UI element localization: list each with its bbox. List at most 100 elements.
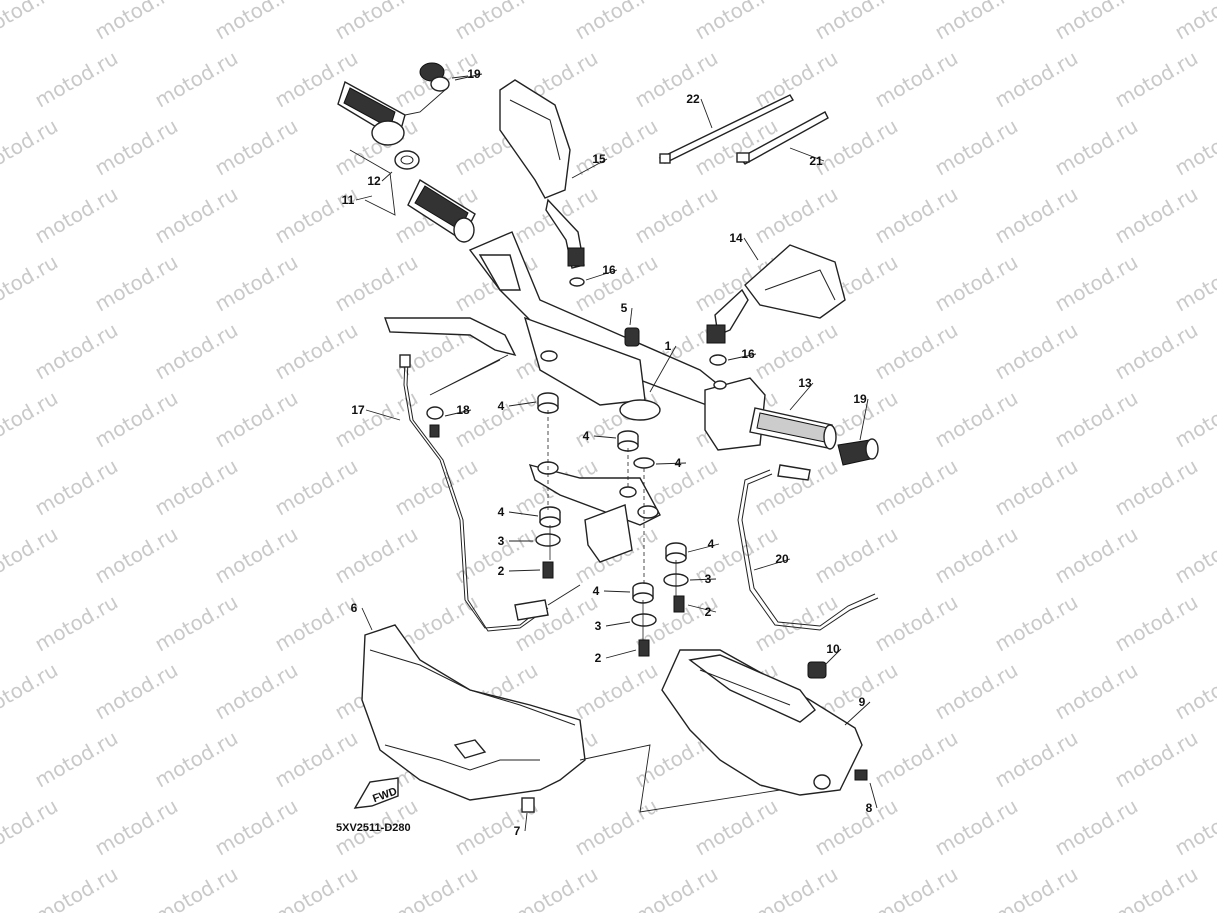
callout-number: 4 bbox=[583, 429, 590, 443]
watermark-text: motod.ru bbox=[0, 726, 2, 793]
watermark-text: motod.ru bbox=[151, 46, 242, 113]
watermark-text: motod.ru bbox=[1051, 0, 1142, 44]
watermark-text: motod.ru bbox=[211, 0, 302, 44]
callout-leader-line bbox=[629, 307, 633, 326]
watermark-text: motod.ru bbox=[151, 454, 242, 521]
watermark-text: motod.ru bbox=[871, 454, 962, 521]
callout-leader-line bbox=[365, 409, 401, 421]
watermark-text: motod.ru bbox=[31, 454, 122, 521]
watermark-text: motod.ru bbox=[571, 658, 662, 725]
watermark-text: motod.ru bbox=[1171, 658, 1217, 725]
watermark-text: motod.ru bbox=[0, 114, 62, 181]
watermark-text: motod.ru bbox=[991, 590, 1082, 657]
watermark-text: motod.ru bbox=[1051, 250, 1142, 317]
watermark-text: motod.ru bbox=[31, 46, 122, 113]
watermark-text: motod.ru bbox=[91, 0, 182, 44]
watermark-text: motod.ru bbox=[151, 182, 242, 249]
handlebar-assembly bbox=[337, 62, 879, 466]
watermark-text: motod.ru bbox=[811, 114, 902, 181]
callout-number: 2 bbox=[498, 564, 505, 578]
callout: 13 bbox=[789, 376, 814, 411]
watermark-text: motod.ru bbox=[271, 454, 362, 521]
callout-leader-line bbox=[727, 353, 757, 361]
callout: 9 bbox=[844, 695, 871, 726]
watermark-text: motod.ru bbox=[271, 318, 362, 385]
watermark-text: motod.ru bbox=[211, 250, 302, 317]
watermark-text: motod.ru bbox=[91, 794, 182, 861]
callout-number: 17 bbox=[351, 403, 365, 417]
callout-leader-line bbox=[824, 648, 842, 666]
callout-leader-line bbox=[859, 398, 869, 441]
watermark-text: motod.ru bbox=[331, 386, 422, 453]
diagram-code: 5XV2511-D280 bbox=[336, 822, 411, 834]
callout-number: 3 bbox=[595, 619, 602, 633]
callout: 3 bbox=[689, 572, 717, 586]
watermark-text: motod.ru bbox=[0, 318, 2, 385]
callout: 14 bbox=[729, 231, 759, 261]
bar-end-top bbox=[404, 62, 469, 116]
watermark-text: motod.ru bbox=[1111, 318, 1202, 385]
callout: 18 bbox=[444, 403, 472, 417]
callout-number: 10 bbox=[826, 642, 840, 656]
watermark-text: motod.ru bbox=[1111, 726, 1202, 793]
watermark-text: motod.ru bbox=[751, 862, 842, 913]
watermark-text: motod.ru bbox=[271, 726, 362, 793]
callout: 4 bbox=[687, 537, 720, 553]
watermark-text: motod.ru bbox=[511, 862, 602, 913]
callout-number: 12 bbox=[367, 174, 381, 188]
callout: 7 bbox=[514, 812, 528, 838]
callout-number: 4 bbox=[593, 584, 600, 598]
watermark-text: motod.ru bbox=[811, 794, 902, 861]
watermark-text: motod.ru bbox=[331, 522, 422, 589]
callout-leader-line bbox=[444, 409, 472, 417]
watermark-text: motod.ru bbox=[1051, 114, 1142, 181]
watermark-text: motod.ru bbox=[271, 590, 362, 657]
callout: 12 bbox=[367, 171, 393, 188]
callout-leader-line bbox=[700, 98, 713, 129]
watermark-text: motod.ru bbox=[151, 318, 242, 385]
watermark-text: motod.ru bbox=[0, 250, 62, 317]
watermark-text: motod.ru bbox=[31, 726, 122, 793]
watermark-text: motod.ru bbox=[31, 862, 122, 913]
callout-leader-line bbox=[508, 511, 539, 517]
callout: 10 bbox=[824, 642, 842, 666]
callout: 4 bbox=[655, 456, 687, 470]
callout-number: 4 bbox=[708, 537, 715, 551]
callout-leader-line bbox=[655, 462, 687, 465]
watermark-text: motod.ru bbox=[91, 250, 182, 317]
callout-leader-line bbox=[687, 604, 717, 613]
callout-leader-line bbox=[789, 382, 814, 411]
callout: 2 bbox=[687, 604, 717, 619]
watermark-text: motod.ru bbox=[211, 794, 302, 861]
watermark-text: motod.ru bbox=[0, 794, 62, 861]
callout: 4 bbox=[583, 429, 617, 443]
callout: 16 bbox=[727, 347, 757, 361]
callout-leader-line bbox=[689, 578, 717, 581]
watermark-text: motod.ru bbox=[31, 318, 122, 385]
watermark-text: motod.ru bbox=[1111, 182, 1202, 249]
callout-leader-line bbox=[844, 701, 871, 726]
watermark-text: motod.ru bbox=[1171, 0, 1217, 44]
callout: 4 bbox=[498, 399, 537, 413]
callout: 3 bbox=[595, 619, 631, 633]
watermark-text: motod.ru bbox=[91, 386, 182, 453]
watermark-text: motod.ru bbox=[1171, 522, 1217, 589]
watermark-text: motod.ru bbox=[991, 726, 1082, 793]
watermark-text: motod.ru bbox=[751, 454, 842, 521]
watermark-text: motod.ru bbox=[1111, 862, 1202, 913]
watermark-text: motod.ru bbox=[811, 0, 902, 44]
left-grip bbox=[337, 80, 476, 243]
callout: 2 bbox=[595, 649, 637, 665]
watermark-text: motod.ru bbox=[691, 0, 782, 44]
watermark-text: motod.ru bbox=[271, 182, 362, 249]
callout-number: 4 bbox=[498, 399, 505, 413]
watermark-text: motod.ru bbox=[331, 0, 422, 44]
callout-leader-line bbox=[585, 269, 618, 281]
handle-cover-rear bbox=[579, 649, 868, 813]
watermark-text: motod.ru bbox=[991, 454, 1082, 521]
watermark-text: motod.ru bbox=[571, 0, 662, 44]
watermark-text: motod.ru bbox=[571, 114, 662, 181]
callout-number: 2 bbox=[595, 651, 602, 665]
callout-number: 4 bbox=[498, 505, 505, 519]
